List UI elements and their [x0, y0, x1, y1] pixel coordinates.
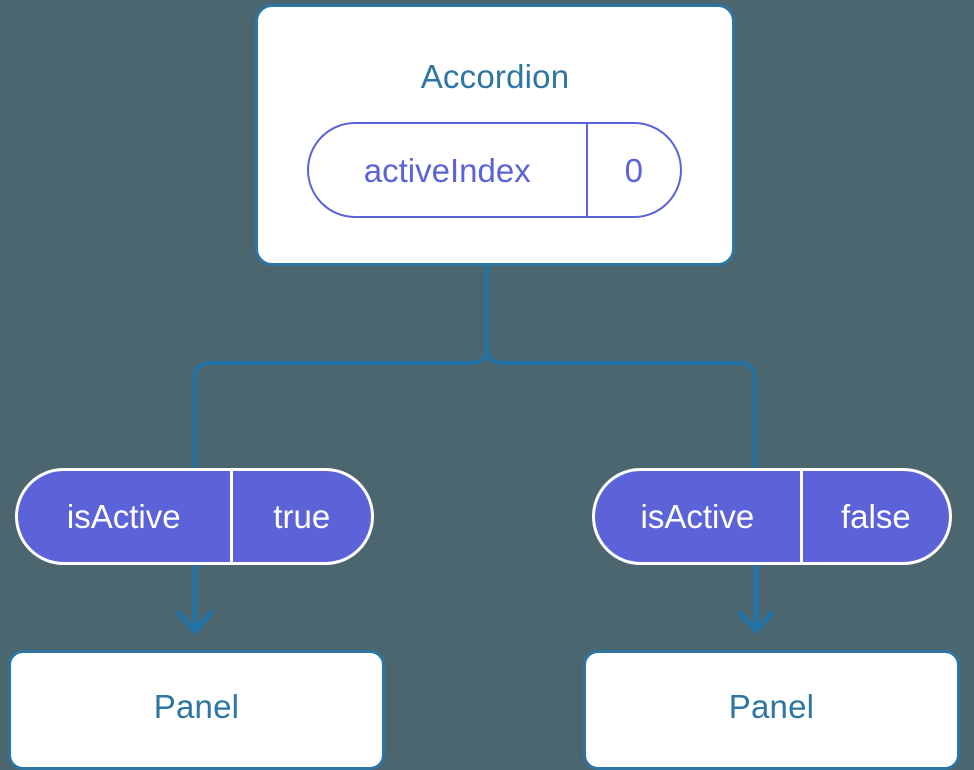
prop-pill-is-active-false[interactable]: isActive false	[592, 468, 952, 565]
arrow-down-icon-left	[176, 564, 214, 634]
state-pill-active-index-value: 0	[585, 124, 681, 216]
panel-component-card-right[interactable]: Panel	[583, 650, 960, 770]
state-pill-active-index-key: activeIndex	[363, 151, 531, 189]
panel-component-card-left[interactable]: Panel	[8, 650, 385, 770]
prop-pill-is-active-true-value: true	[229, 471, 371, 562]
arrow-down-icon-right	[737, 564, 775, 634]
prop-pill-is-active-false-value: false	[799, 471, 949, 562]
prop-pill-is-active-true[interactable]: isActive true	[15, 468, 374, 565]
accordion-card-label: Accordion	[420, 58, 570, 95]
panel-card-right-label: Panel	[728, 687, 815, 725]
prop-pill-is-active-false-key: isActive	[640, 498, 755, 535]
panel-card-left-label: Panel	[153, 687, 240, 725]
state-pill-active-index[interactable]: activeIndex 0	[307, 122, 682, 218]
tree-connector-path	[193, 264, 757, 472]
prop-pill-is-active-true-key: isActive	[66, 498, 181, 535]
